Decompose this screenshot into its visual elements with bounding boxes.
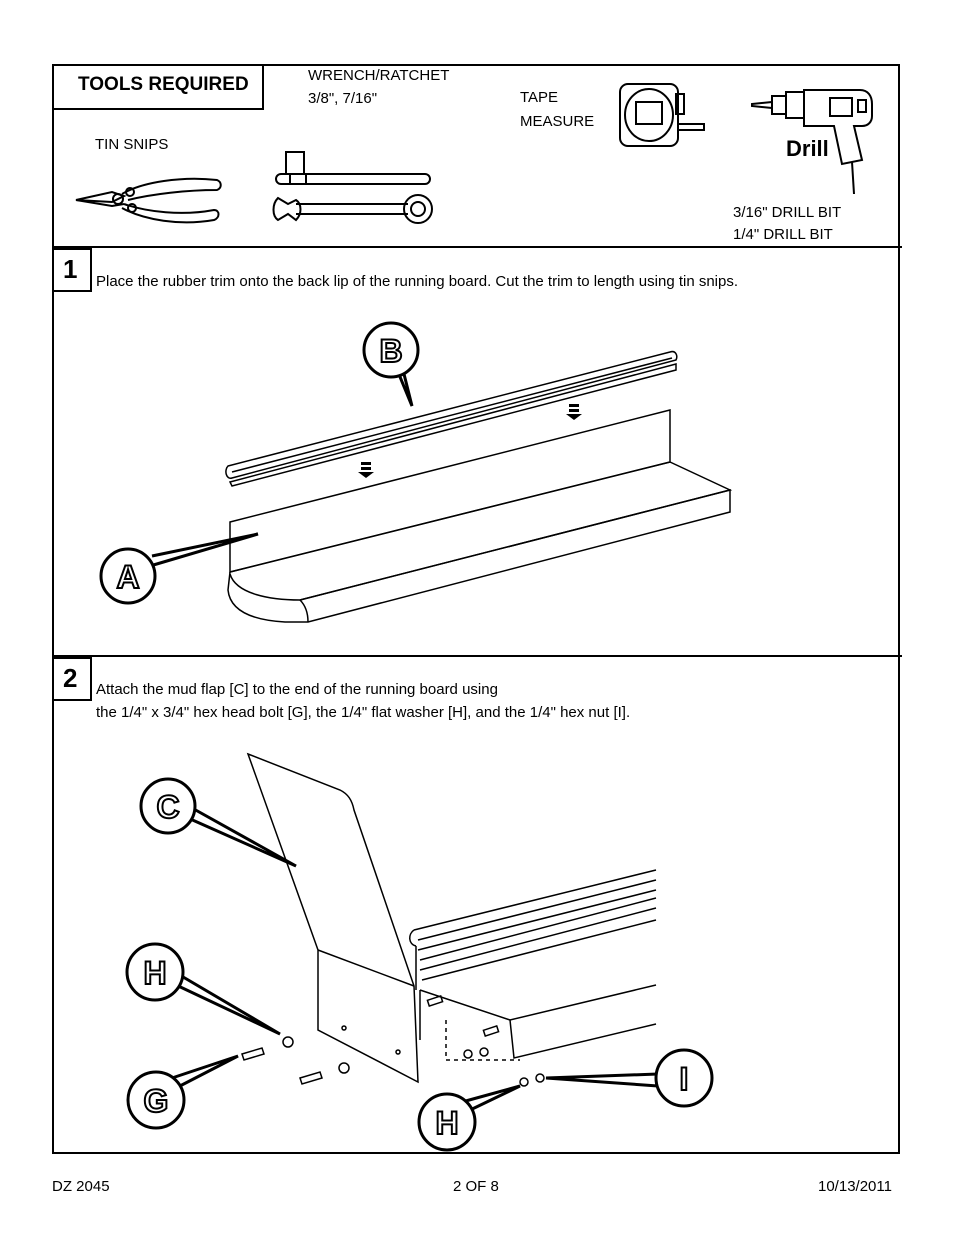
- tape-label-1: TAPE: [520, 89, 559, 106]
- step2-instruction-line-2: the 1/4" x 3/4" hex head bolt [G], the 1…: [96, 704, 631, 721]
- fasteners: [241, 1036, 545, 1087]
- footer-date: 10/13/2011: [818, 1178, 892, 1195]
- drill-icon: Drill: [751, 89, 873, 195]
- callout-a: A: [99, 532, 259, 605]
- callout-b-label: B: [379, 333, 402, 369]
- callout-g: G: [126, 1054, 239, 1130]
- step1-diagram: B A: [99, 321, 733, 623]
- down-arrows: [358, 404, 582, 478]
- divider-step1-step2: [52, 655, 902, 657]
- drill-bit-label-2: 1/4" DRILL BIT: [733, 226, 833, 243]
- wrench-label-1: WRENCH/RATCHET: [308, 67, 450, 84]
- instruction-frame: [52, 64, 900, 1154]
- tape-measure-icon: [619, 83, 705, 147]
- footer-doc-id: DZ 2045: [52, 1178, 110, 1195]
- running-board-end: [409, 869, 657, 1061]
- callout-i: I: [545, 1048, 714, 1108]
- footer-page-number: 2 OF 8: [453, 1178, 499, 1195]
- drill-bit-label-1: 3/16" DRILL BIT: [733, 204, 842, 221]
- running-board: [227, 409, 733, 623]
- callout-g-label: G: [144, 1083, 169, 1119]
- divider-tools-step1: [52, 246, 902, 248]
- tools-heading-box: [52, 64, 264, 110]
- callout-h-upper: H: [125, 942, 281, 1036]
- callout-h-upper-label: H: [143, 955, 166, 991]
- tools-heading: TOOLS REQUIRED: [78, 74, 249, 95]
- tin-snips-label: TIN SNIPS: [95, 136, 169, 153]
- step2-instruction-line-1: Attach the mud flap [C] to the end of th…: [96, 681, 498, 698]
- step2-number-box: [52, 657, 92, 701]
- step2-number: 2: [63, 663, 78, 693]
- tin-snips-icon: [75, 177, 222, 224]
- drill-word: Drill: [786, 136, 829, 161]
- callout-h-lower-label: H: [435, 1105, 458, 1141]
- callout-i-label: I: [680, 1061, 689, 1097]
- mud-flap: [246, 752, 419, 1084]
- step1-number-box: [52, 248, 92, 292]
- step1-number: 1: [63, 254, 78, 284]
- step2-diagram: C H G H I: [125, 752, 714, 1152]
- callout-h-lower: H: [417, 1084, 521, 1152]
- wrench-label-2: 3/8", 7/16": [308, 90, 378, 107]
- callout-c: C: [139, 777, 297, 868]
- tape-label-2: MEASURE: [520, 113, 595, 130]
- callout-b: B: [362, 321, 420, 407]
- step1-instruction: Place the rubber trim onto the back lip …: [96, 273, 739, 290]
- wrench-ratchet-icon: [272, 151, 433, 224]
- rubber-trim: [225, 350, 678, 487]
- callout-c-label: C: [156, 789, 179, 825]
- callout-a-label: A: [116, 559, 139, 595]
